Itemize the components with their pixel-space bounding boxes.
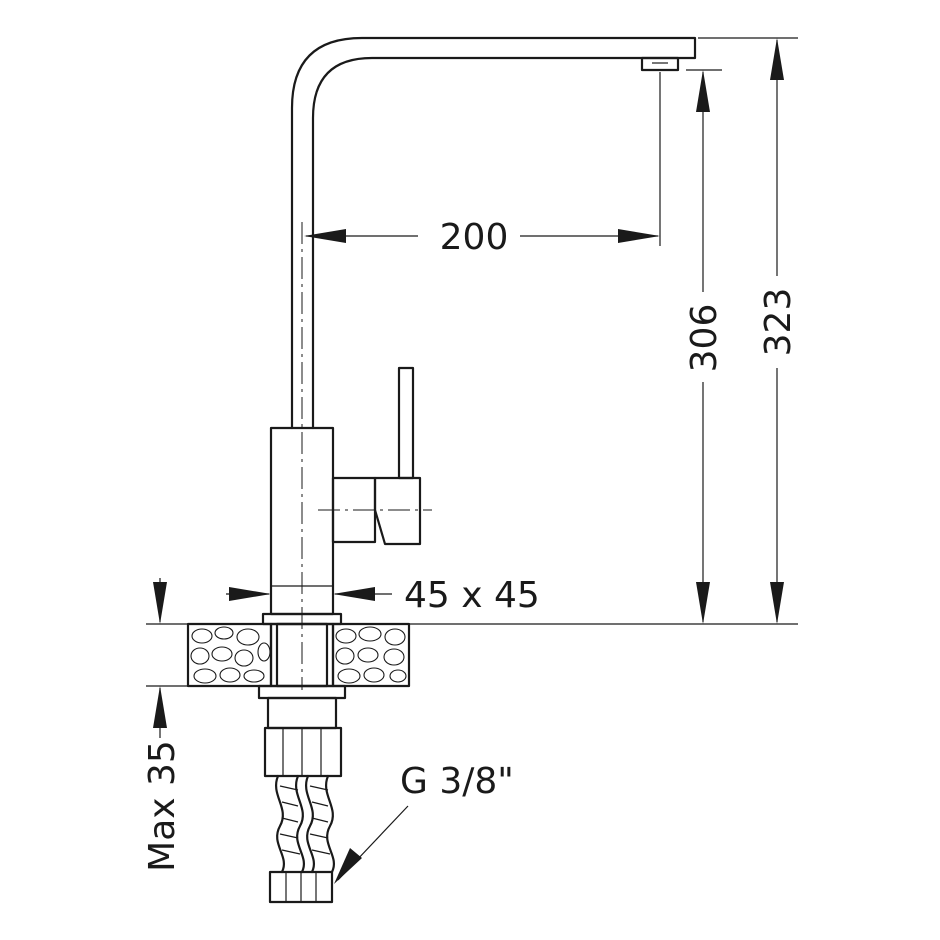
dimension-total-height: 323 bbox=[758, 38, 799, 624]
base-size-label: 45 x 45 bbox=[404, 575, 540, 616]
dimension-reach: 200 bbox=[304, 217, 660, 258]
center-lines bbox=[301, 222, 432, 690]
countertop-section bbox=[186, 622, 411, 688]
reach-label: 200 bbox=[440, 217, 509, 258]
connection-label: G 3/8" bbox=[400, 761, 514, 802]
faucet-body bbox=[261, 426, 343, 626]
flexible-hoses bbox=[268, 774, 335, 904]
dimension-base-size: 45 x 45 bbox=[226, 575, 540, 616]
faucet-lever bbox=[331, 366, 422, 546]
mounting-hardware bbox=[257, 684, 347, 778]
connection-callout: G 3/8" bbox=[334, 761, 514, 884]
extension-lines bbox=[146, 37, 798, 687]
spout-height-label: 306 bbox=[684, 304, 725, 373]
stone-hatch-left bbox=[190, 626, 271, 684]
max-thickness-label: Max 35 bbox=[142, 740, 183, 872]
dimension-spout-height: 306 bbox=[684, 70, 725, 624]
faucet-spout bbox=[290, 36, 697, 430]
dimension-max-thickness: Max 35 bbox=[142, 578, 183, 872]
total-height-label: 323 bbox=[758, 288, 799, 357]
stone-hatch-right bbox=[335, 626, 407, 684]
